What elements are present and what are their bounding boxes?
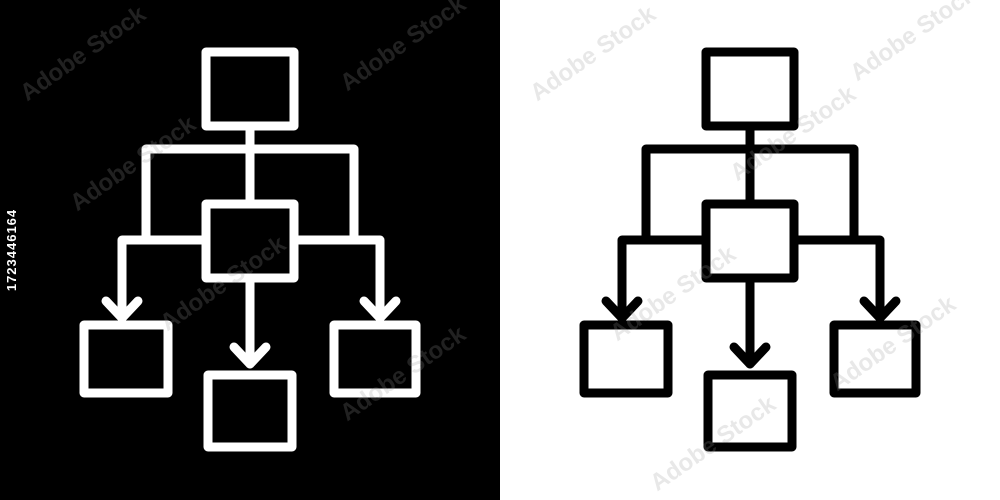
center-arrow-head [729, 342, 771, 369]
flowchart-hierarchy-icon-dark [0, 0, 500, 500]
light-icon-panel [500, 0, 1000, 500]
flowchart-hierarchy-icon-light [500, 0, 1000, 500]
dark-background [0, 0, 500, 500]
right-child-box [829, 320, 921, 398]
right-branch-line [289, 235, 385, 323]
stock-id-label: 1723446164 [4, 208, 19, 292]
right-branch-line [789, 235, 885, 323]
left-branch-line [117, 235, 211, 323]
connector-lines [641, 121, 859, 241]
left-child-box [79, 320, 173, 398]
left-arrow-head [601, 296, 643, 323]
left-branch-line [617, 235, 711, 323]
right-arrow-head [359, 296, 401, 323]
right-arrow-head [859, 296, 901, 323]
light-background [500, 0, 1000, 500]
center-arrow-head [229, 342, 271, 369]
right-child-box [329, 320, 421, 398]
dark-icon-panel: 1723446164 [0, 0, 500, 500]
connector-lines [141, 121, 359, 241]
left-arrow-head [101, 296, 143, 323]
center-child-box [203, 370, 297, 452]
center-child-box [703, 370, 797, 452]
left-child-box [579, 320, 673, 398]
